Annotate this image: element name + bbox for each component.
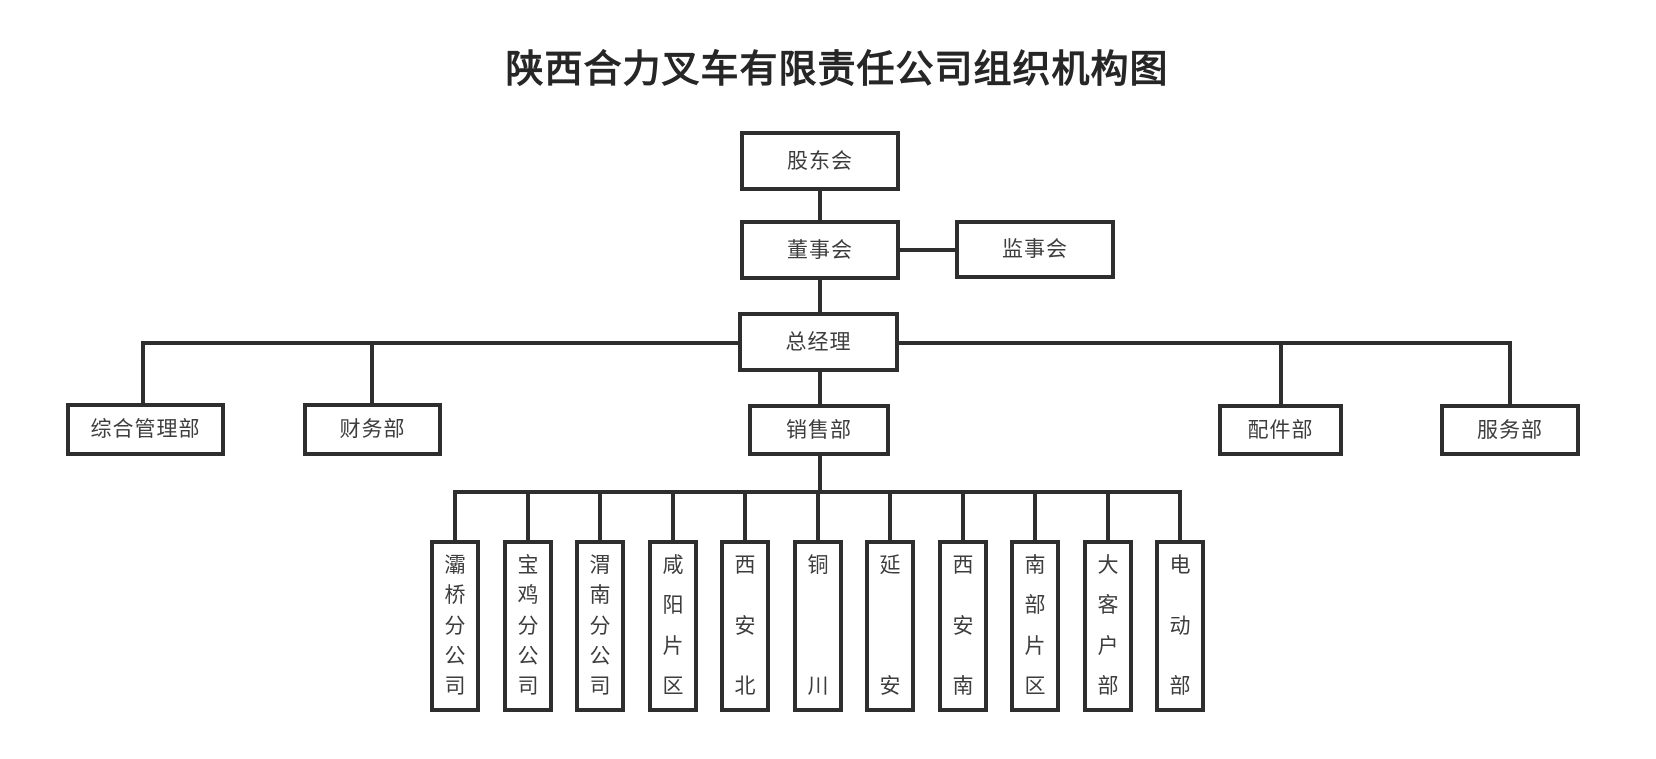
connector-gm-sales — [818, 372, 822, 404]
connector-drop-tongchuan — [816, 492, 820, 540]
connector-board-supervisory — [900, 248, 955, 252]
connector-sales-bus-stub — [818, 456, 822, 492]
node-unit-key-accounts: 大客户部 — [1083, 540, 1133, 712]
node-unit-xianyang-area: 咸阳片区 — [648, 540, 698, 712]
node-dept-finance: 财务部 — [303, 403, 442, 456]
node-unit-xian-south: 西安南 — [938, 540, 988, 712]
connector-board-gm — [818, 280, 822, 312]
node-dept-sales: 销售部 — [748, 404, 890, 456]
node-unit-yanan: 延安 — [865, 540, 915, 712]
node-dept-admin: 综合管理部 — [66, 403, 225, 456]
node-dept-parts: 配件部 — [1218, 404, 1343, 456]
node-unit-baoji-branch: 宝鸡分公司 — [503, 540, 553, 712]
connector-drop-electric — [1178, 492, 1182, 540]
connector-drop-xian-north — [743, 492, 747, 540]
connector-drop-south-area — [1033, 492, 1037, 540]
connector-drop-weinan — [598, 492, 602, 540]
connector-drop-yanan — [888, 492, 892, 540]
chart-title: 陕西合力叉车有限责任公司组织机构图 — [505, 49, 1169, 91]
connector-drop-baoji — [526, 492, 530, 540]
node-unit-south-area: 南部片区 — [1010, 540, 1060, 712]
connector-drop-admin — [141, 343, 145, 403]
connector-drop-parts — [1279, 343, 1283, 404]
node-shareholders: 股东会 — [740, 131, 900, 191]
node-supervisory: 监事会 — [955, 220, 1115, 279]
node-dept-service: 服务部 — [1440, 404, 1580, 456]
connector-drop-finance — [370, 343, 374, 403]
connector-shareholders-board — [818, 191, 822, 220]
node-unit-weinan-branch: 渭南分公司 — [575, 540, 625, 712]
connector-drop-xian-south — [961, 492, 965, 540]
connector-drop-service — [1508, 343, 1512, 404]
connector-drop-baqiao — [453, 492, 457, 540]
connector-drop-xianyang — [671, 492, 675, 540]
node-unit-tongchuan: 铜川 — [793, 540, 843, 712]
node-board: 董事会 — [740, 220, 900, 280]
connector-drop-key-accounts — [1106, 492, 1110, 540]
node-unit-xian-north: 西安北 — [720, 540, 770, 712]
node-unit-baqiao-branch: 灞桥分公司 — [430, 540, 480, 712]
node-unit-electric: 电动部 — [1155, 540, 1205, 712]
node-general-manager: 总经理 — [738, 312, 899, 372]
